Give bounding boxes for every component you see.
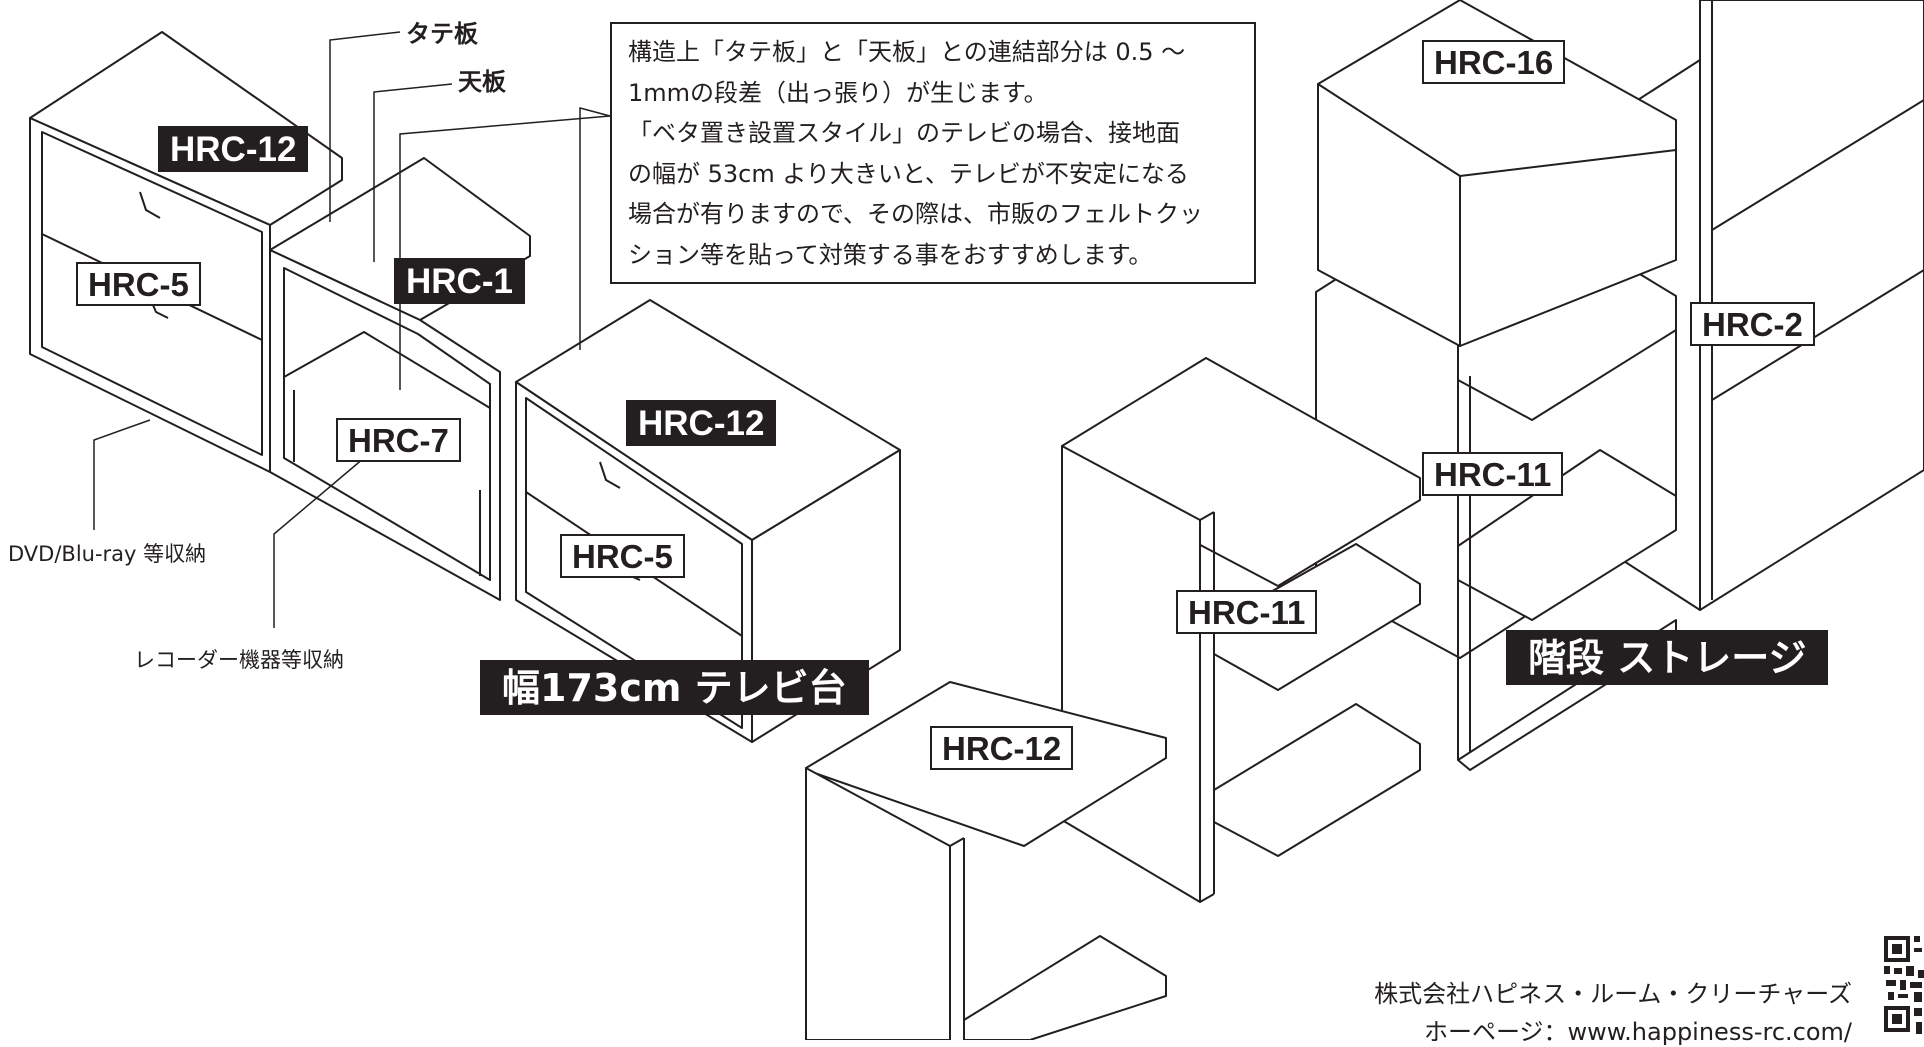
label-hrc1: HRC-1: [394, 258, 525, 304]
tv-stand-title: 幅173cm テレビ台: [480, 660, 869, 715]
label-hrc12-stairs: HRC-12: [930, 726, 1074, 770]
qr-code-icon: [1884, 936, 1924, 1040]
label-hrc12-right: HRC-12: [626, 400, 777, 446]
leader-recorder: [273, 457, 365, 628]
label-hrc5-right: HRC-5: [560, 534, 685, 578]
label-hrc12-left: HRC-12: [158, 126, 309, 172]
label-hrc7: HRC-7: [336, 418, 461, 462]
homepage-url: ホーページ：www.happiness-rc.com/: [1423, 1018, 1852, 1046]
label-hrc5-left: HRC-5: [76, 262, 201, 306]
callout-ten-ita: 天板: [458, 68, 506, 96]
leader-note-2: [579, 107, 611, 350]
label-hrc11-back: HRC-11: [1422, 452, 1564, 496]
leader-ten-ita: [373, 83, 453, 262]
leader-note-1: [399, 115, 611, 390]
structure-note: 構造上「タテ板」と「天板」との連結部分は 0.5 〜 1mmの段差（出っ張り）が…: [610, 22, 1256, 284]
caption-recorder-storage: レコーダー機器等収納: [134, 648, 344, 672]
company-name: 株式会社ハピネス・ルーム・クリーチャーズ: [1374, 980, 1852, 1008]
stair-hrc16-top-box: [1317, 0, 1677, 347]
stair-storage-title: 階段 ストレージ: [1506, 630, 1829, 685]
leader-tate-ita: [329, 31, 401, 222]
leader-dvd: [93, 419, 151, 530]
label-hrc2: HRC-2: [1690, 302, 1815, 346]
caption-dvd-storage: DVD/Blu-ray 等収納: [8, 542, 207, 566]
label-hrc11-front: HRC-11: [1176, 590, 1318, 634]
callout-tate-ita: タテ板: [406, 20, 478, 48]
label-hrc16: HRC-16: [1422, 40, 1566, 84]
